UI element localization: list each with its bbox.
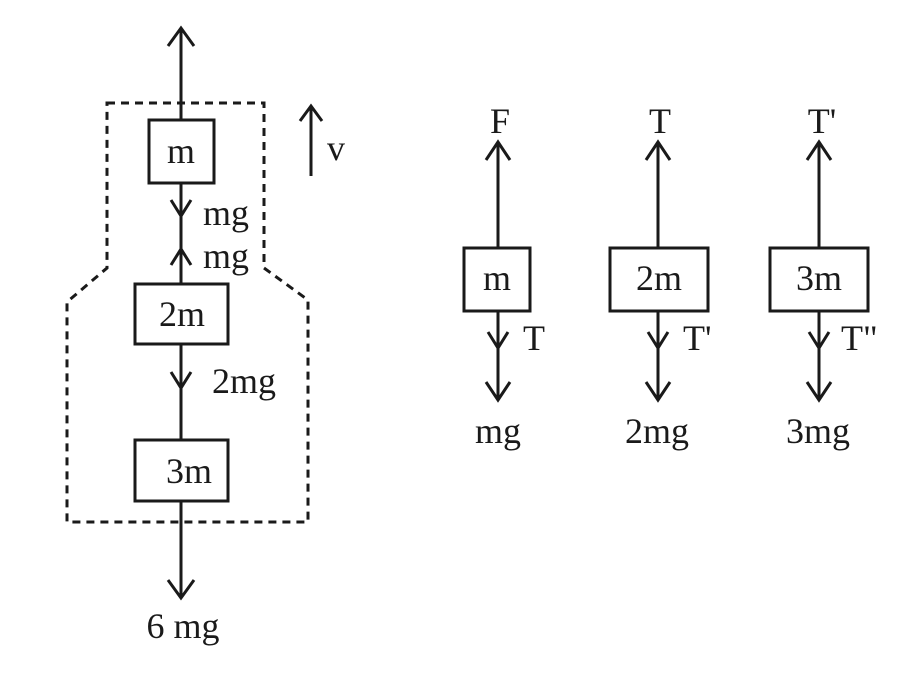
applied-force-arrow: [166, 25, 196, 47]
fbd-2m-tension-label: T': [683, 318, 711, 358]
2mg-label: 2mg: [212, 361, 276, 401]
fbd-2m-weight-arrow: [644, 381, 672, 403]
fbd-3m-top-label: T': [808, 101, 836, 141]
2mg-down-arrow: [169, 371, 193, 391]
block-m-label: m: [167, 131, 195, 171]
fbd-m-tension-arrow: [486, 331, 510, 351]
fbd-3m-weight-arrow: [805, 381, 833, 403]
fbd-3m-up-arrow: [805, 139, 833, 161]
velocity-arrowhead: [298, 103, 324, 122]
fbd-block-2m: 2m T T' 2mg: [608, 101, 711, 451]
fbd-3m-block: [768, 246, 870, 313]
fbd-3m-tension-arrow: [807, 331, 831, 351]
fbd-block-m: m F T mg: [462, 101, 545, 451]
block-3m-label: 3m: [166, 451, 212, 491]
fbd-m-weight-arrow: [484, 381, 512, 403]
block-2m: [133, 282, 230, 346]
total-weight-arrow: [166, 579, 196, 601]
block-m: [147, 118, 216, 185]
fbd-block-3m: 3m T' T" 3mg: [768, 101, 878, 451]
fbd-m-weight-label: mg: [475, 411, 521, 451]
mg-down-label: mg: [203, 193, 249, 233]
velocity-label: v: [327, 128, 345, 168]
fbd-3m-weight-label: 3mg: [786, 411, 850, 451]
fbd-m-block-label: m: [483, 258, 511, 298]
block-3m: [133, 438, 230, 503]
block-2m-label: 2m: [159, 294, 205, 334]
fbd-2m-top-label: T: [649, 101, 671, 141]
fbd-m-block: [462, 246, 532, 313]
fbd-m-top-label: F: [490, 101, 510, 141]
fbd-m-up-arrow: [484, 139, 512, 161]
fbd-2m-block-label: 2m: [636, 258, 682, 298]
fbd-2m-tension-arrow: [646, 331, 670, 351]
fbd-2m-block: [608, 246, 710, 313]
6mg-label: 6 mg: [146, 606, 219, 646]
fbd-3m-tension-label: T": [841, 318, 878, 358]
fbd-m-tension-label: T: [523, 318, 545, 358]
fbd-2m-up-arrow: [644, 139, 672, 161]
mg-up-arrow: [169, 246, 193, 266]
system-boundary: [65, 101, 310, 524]
fbd-3m-block-label: 3m: [796, 258, 842, 298]
fbd-2m-weight-label: 2mg: [625, 411, 689, 451]
left-system: m 2m 3m mg mg 2mg 6 mg v: [65, 25, 345, 646]
mg-up-label: mg: [203, 236, 249, 276]
mg-down-arrow: [169, 199, 193, 219]
